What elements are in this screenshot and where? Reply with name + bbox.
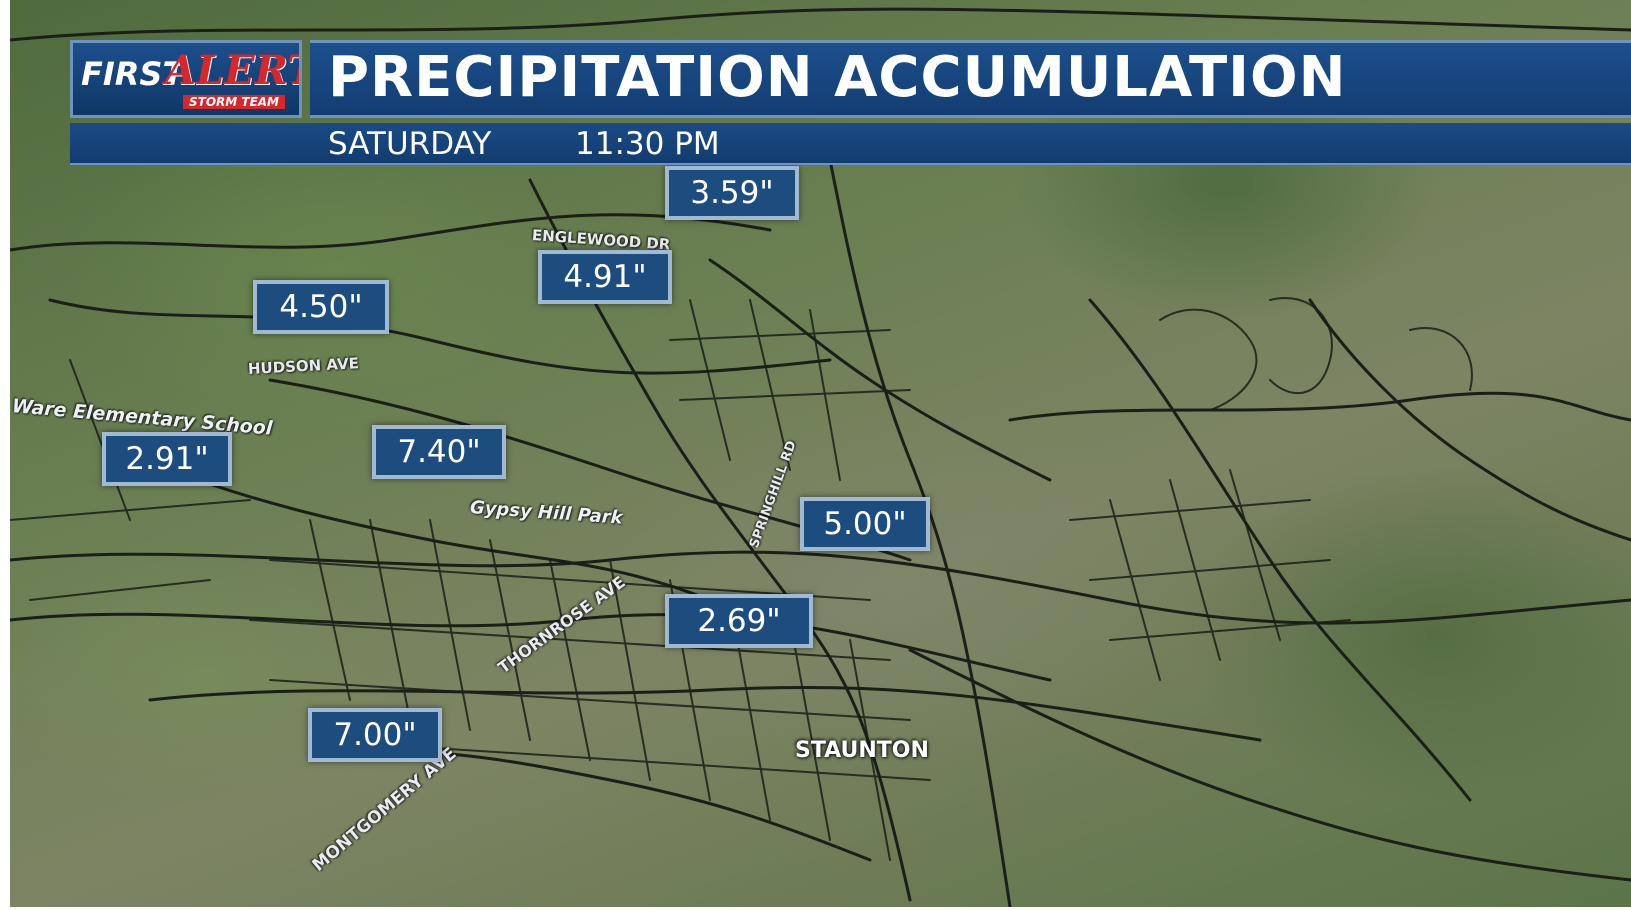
page-title: PRECIPITATION ACCUMULATION [328, 45, 1347, 110]
logo-alert-text: ALERT [165, 47, 302, 94]
day-label: SATURDAY [328, 126, 492, 162]
city-label-staunton: STAUNTON [795, 738, 929, 763]
reading-box: 2.91" [102, 432, 232, 486]
reading-box: 3.59" [665, 166, 799, 220]
logo-first-text: FIRST [81, 55, 185, 93]
reading-box: 7.00" [308, 708, 442, 762]
reading-box: 2.69" [665, 594, 813, 648]
logo-team-text: STORM TEAM [183, 95, 285, 109]
reading-box: 5.00" [800, 497, 930, 551]
subheader-banner: SATURDAY 11:30 PM [70, 123, 1631, 165]
first-alert-logo: FIRST ALERT STORM TEAM [70, 40, 302, 118]
reading-box: 7.40" [372, 425, 506, 479]
road-network [10, 7, 1631, 907]
reading-box: 4.50" [253, 280, 389, 334]
reading-box: 4.91" [538, 250, 672, 304]
time-label: 11:30 PM [575, 126, 720, 162]
header-banner: PRECIPITATION ACCUMULATION [310, 40, 1631, 118]
